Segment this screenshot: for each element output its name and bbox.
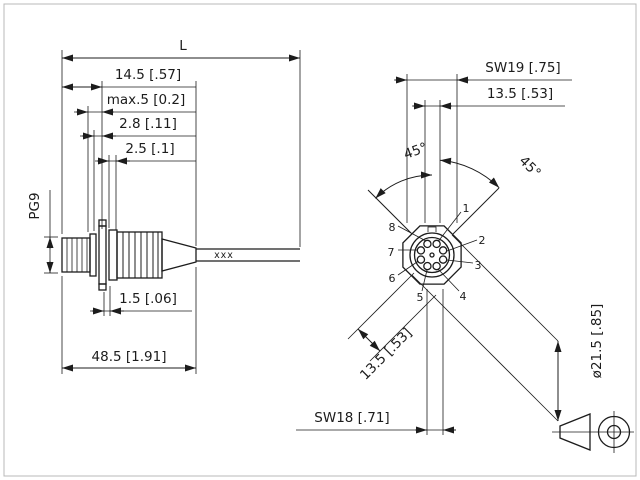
dim-label-width-diagonal: 13.5 [.53] <box>357 325 415 383</box>
thread-section <box>61 237 91 273</box>
dim-overall-length: L <box>61 38 301 247</box>
dim-label-washer-a: 2.8 [.11] <box>119 116 177 132</box>
pin-circle <box>432 261 441 271</box>
washer-1 <box>89 233 97 277</box>
grip-ribs <box>122 232 159 278</box>
dim-sw19: SW19 [.75] <box>394 60 572 84</box>
insert-circle <box>413 236 451 274</box>
hex-outline <box>402 225 462 285</box>
dim-label-width-top: 13.5 [.53] <box>487 86 553 102</box>
dim-angle-left: 45° <box>367 140 433 234</box>
connector-body-side <box>61 219 197 291</box>
pin-contacts <box>416 239 448 271</box>
pin-circle <box>438 246 448 255</box>
washer-2 <box>98 225 107 285</box>
pin-label-6: 6 <box>389 272 396 285</box>
dim-label-front-length: 14.5 [.57] <box>115 67 181 83</box>
dim-washer-a: 2.8 [.11] <box>80 116 196 231</box>
dim-label-angle-left: 45° <box>402 140 430 163</box>
projection-symbol <box>552 411 634 453</box>
connector-face <box>402 225 462 285</box>
pin-label-5: 5 <box>417 291 424 304</box>
washer-3 <box>108 229 118 281</box>
pin-numbering: 1 2 3 4 5 6 7 8 <box>388 202 486 304</box>
dim-label-thread: PG9 <box>27 192 43 219</box>
dim-label-diameter: ø21.5 [.85] <box>589 304 605 379</box>
pin-circle <box>423 261 432 271</box>
pin-label-2: 2 <box>479 234 486 247</box>
dim-width-top: 13.5 [.53] <box>412 86 565 110</box>
seal-nub-bottom <box>98 283 107 291</box>
pin-circle <box>438 255 448 264</box>
pin-label-7: 7 <box>388 246 395 259</box>
dim-label-angle-right: 45° <box>516 153 544 181</box>
pin-label-8: 8 <box>389 221 396 234</box>
pin-label-3: 3 <box>475 259 482 272</box>
cable-print-mark: xxx <box>214 250 234 261</box>
cable: xxx <box>196 248 300 262</box>
side-view: xxx L 14.5 [.57] max.5 [0.2] <box>27 38 301 374</box>
dim-clamp-max: max.5 [0.2] <box>74 92 196 232</box>
dim-front-length: 14.5 [.57] <box>62 67 197 246</box>
dim-label-body-length: 48.5 [1.91] <box>92 349 167 365</box>
dim-washer-b: 2.5 [.1] <box>95 141 196 230</box>
pin-label-4: 4 <box>460 290 467 303</box>
dim-label-washer-c: 1.5 [.06] <box>119 291 177 307</box>
dim-label-sw18: SW18 [.71] <box>314 410 389 426</box>
pin-circle <box>432 239 441 249</box>
dim-washer-c: 1.5 [.06] <box>90 286 192 316</box>
cone-front-inner-circle <box>606 424 622 440</box>
dim-label-sw19: SW19 [.75] <box>485 60 560 76</box>
cone-side-view <box>559 413 591 451</box>
keyway-notch <box>427 226 437 232</box>
outer-circle <box>409 232 455 278</box>
grip-section <box>116 231 163 279</box>
pin-label-1: 1 <box>463 202 470 215</box>
strain-relief-taper <box>161 238 197 272</box>
pin-circle <box>416 246 426 255</box>
seal-nub-top <box>98 219 107 227</box>
thread-lines <box>66 238 88 272</box>
dim-thread: PG9 <box>27 190 58 274</box>
dim-angle-right: 45° <box>439 153 544 235</box>
front-view: SW19 [.75] 13.5 [.53] 45° 45° <box>296 60 605 435</box>
dim-body-length: 48.5 [1.91] <box>61 267 197 374</box>
dim-label-washer-b: 2.5 [.1] <box>125 141 174 157</box>
dim-diameter: ø21.5 [.85] <box>411 234 605 422</box>
page-border <box>3 3 637 477</box>
center-mark <box>429 252 435 258</box>
cone-front-outer-circle <box>597 415 631 449</box>
dim-label-clamp-max: max.5 [0.2] <box>107 92 186 108</box>
pin-circle <box>416 255 426 264</box>
dim-label-overall-length: L <box>179 38 187 54</box>
pin-circle <box>423 239 432 249</box>
dim-sw18: SW18 [.71] <box>296 289 456 435</box>
dim-width-diagonal: 13.5 [.53] <box>347 272 437 383</box>
